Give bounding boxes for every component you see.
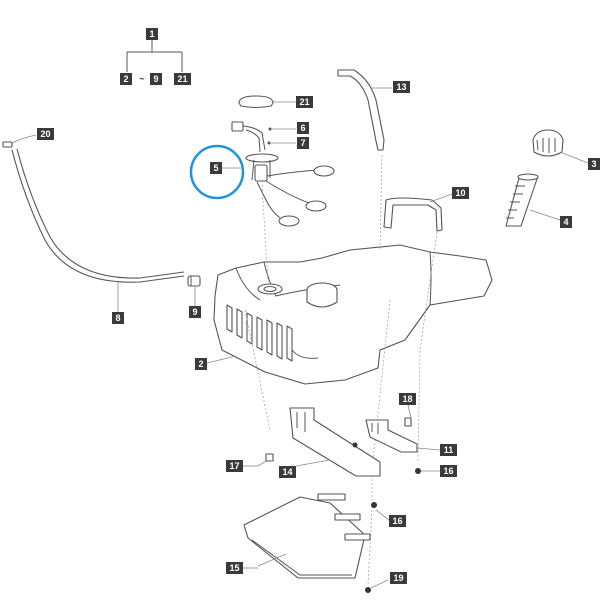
nut-16-lower [371,502,377,508]
svg-text:21: 21 [177,74,187,84]
svg-text:11: 11 [444,445,454,455]
svg-text:15: 15 [229,563,239,573]
callout-18: 18 [399,393,416,405]
svg-text:8: 8 [115,313,120,323]
callout-15: 15 [226,562,243,574]
callout-4: 4 [560,216,572,228]
left-support-bracket [289,407,381,477]
callout-16-upper: 16 [440,465,457,477]
callout-21: 21 [296,96,313,108]
callout-13: 13 [393,81,410,93]
bracket-rod [337,69,385,151]
svg-text:2: 2 [123,74,128,84]
svg-text:17: 17 [229,461,239,471]
fuel-strainer [505,173,539,227]
fuel-hose [2,141,185,283]
bolt-18 [404,417,412,427]
svg-text:2: 2 [198,359,203,369]
svg-text:13: 13 [396,82,406,92]
callout-21-hierarchy: 21 [174,73,191,85]
filler-cap [532,129,564,157]
callout-2-hierarchy: 2 [120,73,132,85]
callout-6: 6 [297,122,309,134]
callout-9: 9 [189,306,201,318]
fuel-tank [213,244,493,385]
callout-16-lower: 16 [389,515,406,527]
svg-text:4: 4 [563,217,568,227]
svg-text:1: 1 [149,29,154,39]
callout-3: 3 [588,158,600,170]
fuel-sender-cap [238,95,274,109]
svg-text:3: 3 [591,159,596,169]
callout-1: 1 [146,28,158,40]
callout-17: 17 [226,460,243,472]
svg-text:9: 9 [153,74,158,84]
fuel-sender-unit [231,121,335,227]
callout-5: 5 [210,162,222,174]
svg-text:7: 7 [300,138,305,148]
callout-7: 7 [297,137,309,149]
hierarchy-tree [126,40,183,72]
svg-text:20: 20 [40,129,50,139]
svg-text:~: ~ [139,74,144,84]
svg-text:14: 14 [282,467,292,477]
svg-text:6: 6 [300,123,305,133]
callout-14: 14 [279,466,296,478]
bolt-17 [265,453,274,462]
svg-text:16: 16 [392,516,402,526]
svg-text:9: 9 [192,307,197,317]
callout-11: 11 [440,444,457,456]
svg-text:16: 16 [443,466,453,476]
highlight-circle [189,144,245,200]
svg-text:5: 5 [213,163,218,173]
u-bracket [383,197,443,232]
callout-tilde: ~ [139,74,144,84]
callout-8: 8 [112,312,124,324]
bolt-19 [365,587,371,593]
callout-10: 10 [452,187,469,199]
callout-20: 20 [37,128,54,140]
callout-19: 19 [390,572,407,584]
svg-text:21: 21 [299,97,309,107]
callout-2: 2 [195,358,207,370]
skid-plate [243,493,371,579]
svg-text:18: 18 [402,394,412,404]
nut-16-upper [415,468,421,474]
callout-9-hierarchy: 9 [150,73,162,85]
svg-text:19: 19 [393,573,403,583]
hose-fitting [187,275,201,287]
svg-text:10: 10 [455,188,465,198]
